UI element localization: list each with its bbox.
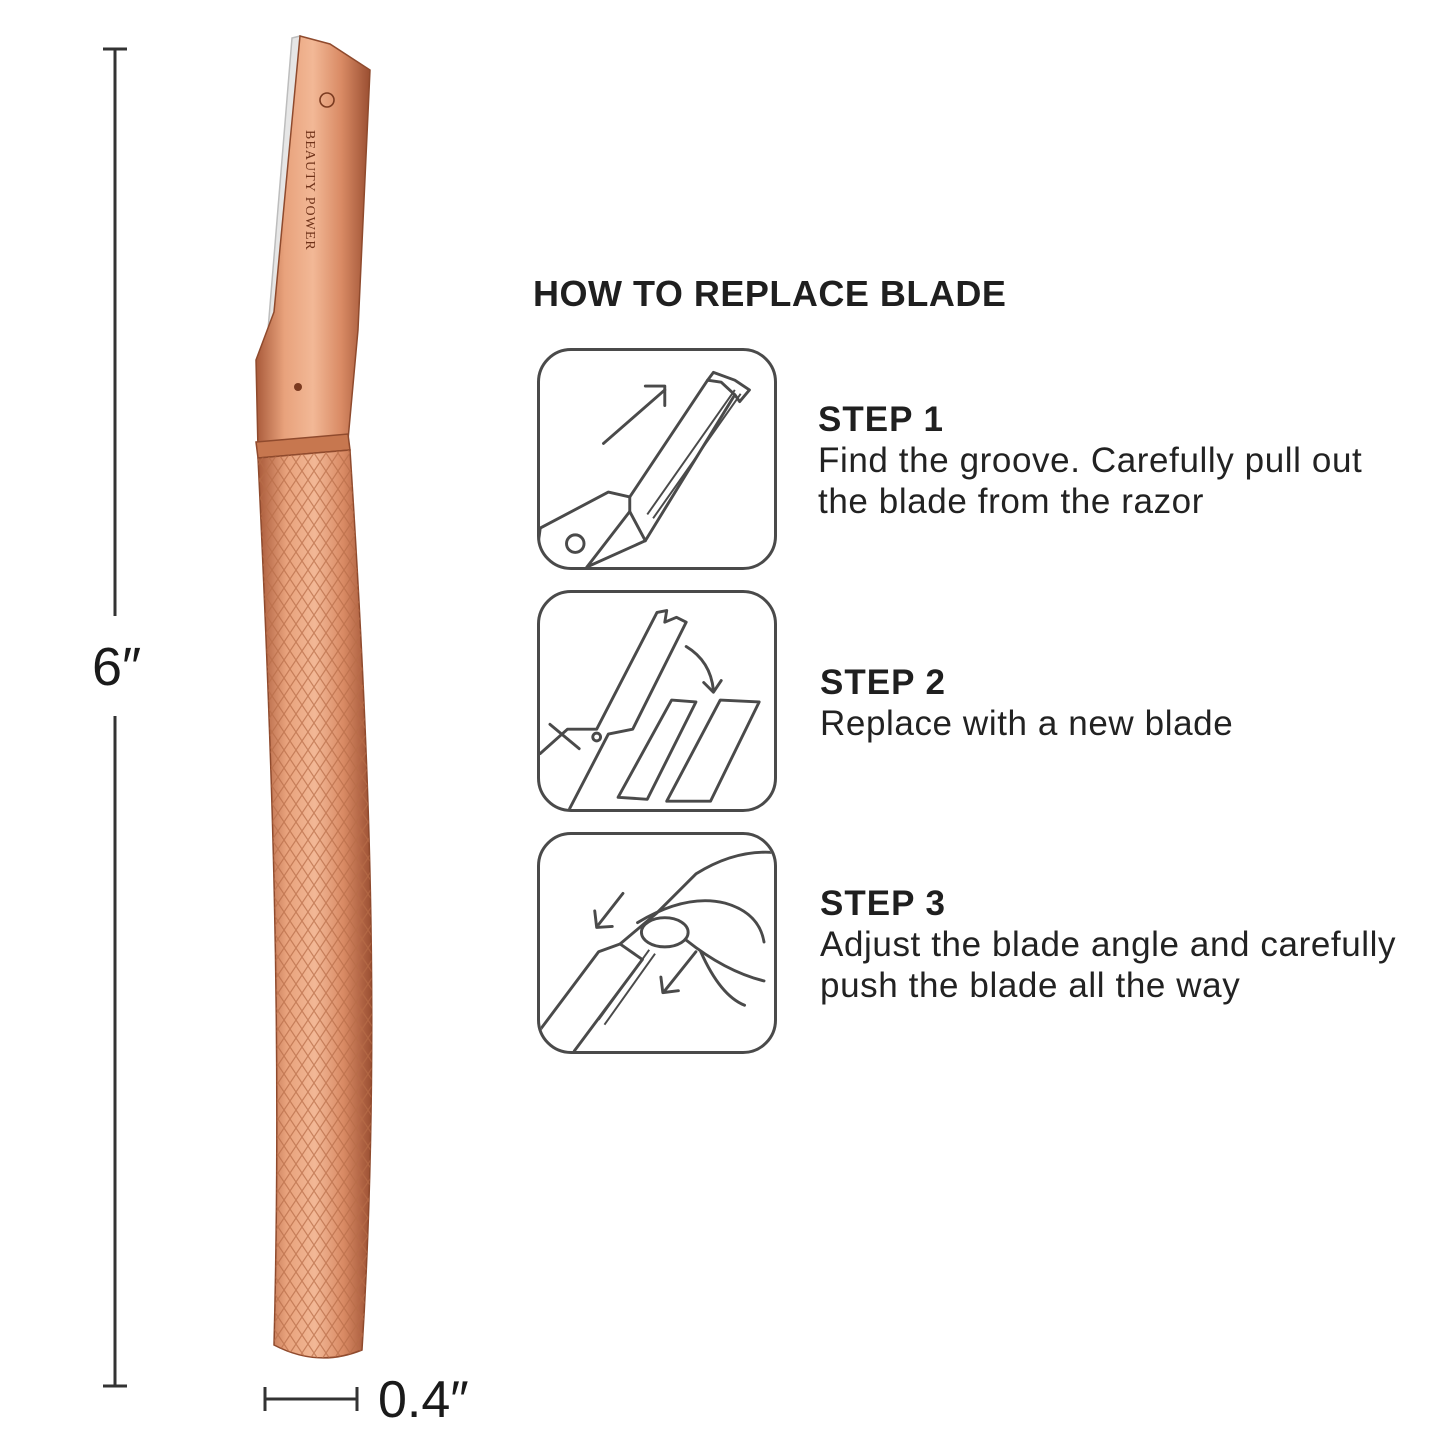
push-blade-icon [540,850,774,1051]
step-1-description: Find the groove. Carefully pull out the … [818,441,1363,521]
replace-blade-icon [540,609,761,809]
step-1-text: STEP 1 Find the groove. Carefully pull o… [818,400,1418,522]
length-dimension [95,46,135,1391]
step-1-icon-box [537,348,777,570]
pull-blade-icon [540,370,751,567]
step-3-title: STEP 3 [820,884,946,923]
step-3-icon-box [537,832,777,1054]
length-dimension-line [103,47,127,1388]
step-1-title: STEP 1 [818,400,944,439]
width-dimension-line [262,1384,362,1414]
step-2-title: STEP 2 [820,663,946,702]
length-label: 6″ [92,637,142,697]
step-2-text: STEP 2 Replace with a new blade [820,663,1420,744]
brand-engraving: BEAUTY POWER [302,130,317,251]
step-2-description: Replace with a new blade [820,704,1234,743]
razor-product-image: BEAUTY POWER [230,30,400,1375]
width-label: 0.4″ [378,1371,469,1429]
step-3-description: Adjust the blade angle and carefully pus… [820,925,1397,1005]
instructions-heading: HOW TO REPLACE BLADE [533,273,1007,314]
step-2-icon-box [537,590,777,812]
step-3-text: STEP 3 Adjust the blade angle and carefu… [820,884,1440,1006]
